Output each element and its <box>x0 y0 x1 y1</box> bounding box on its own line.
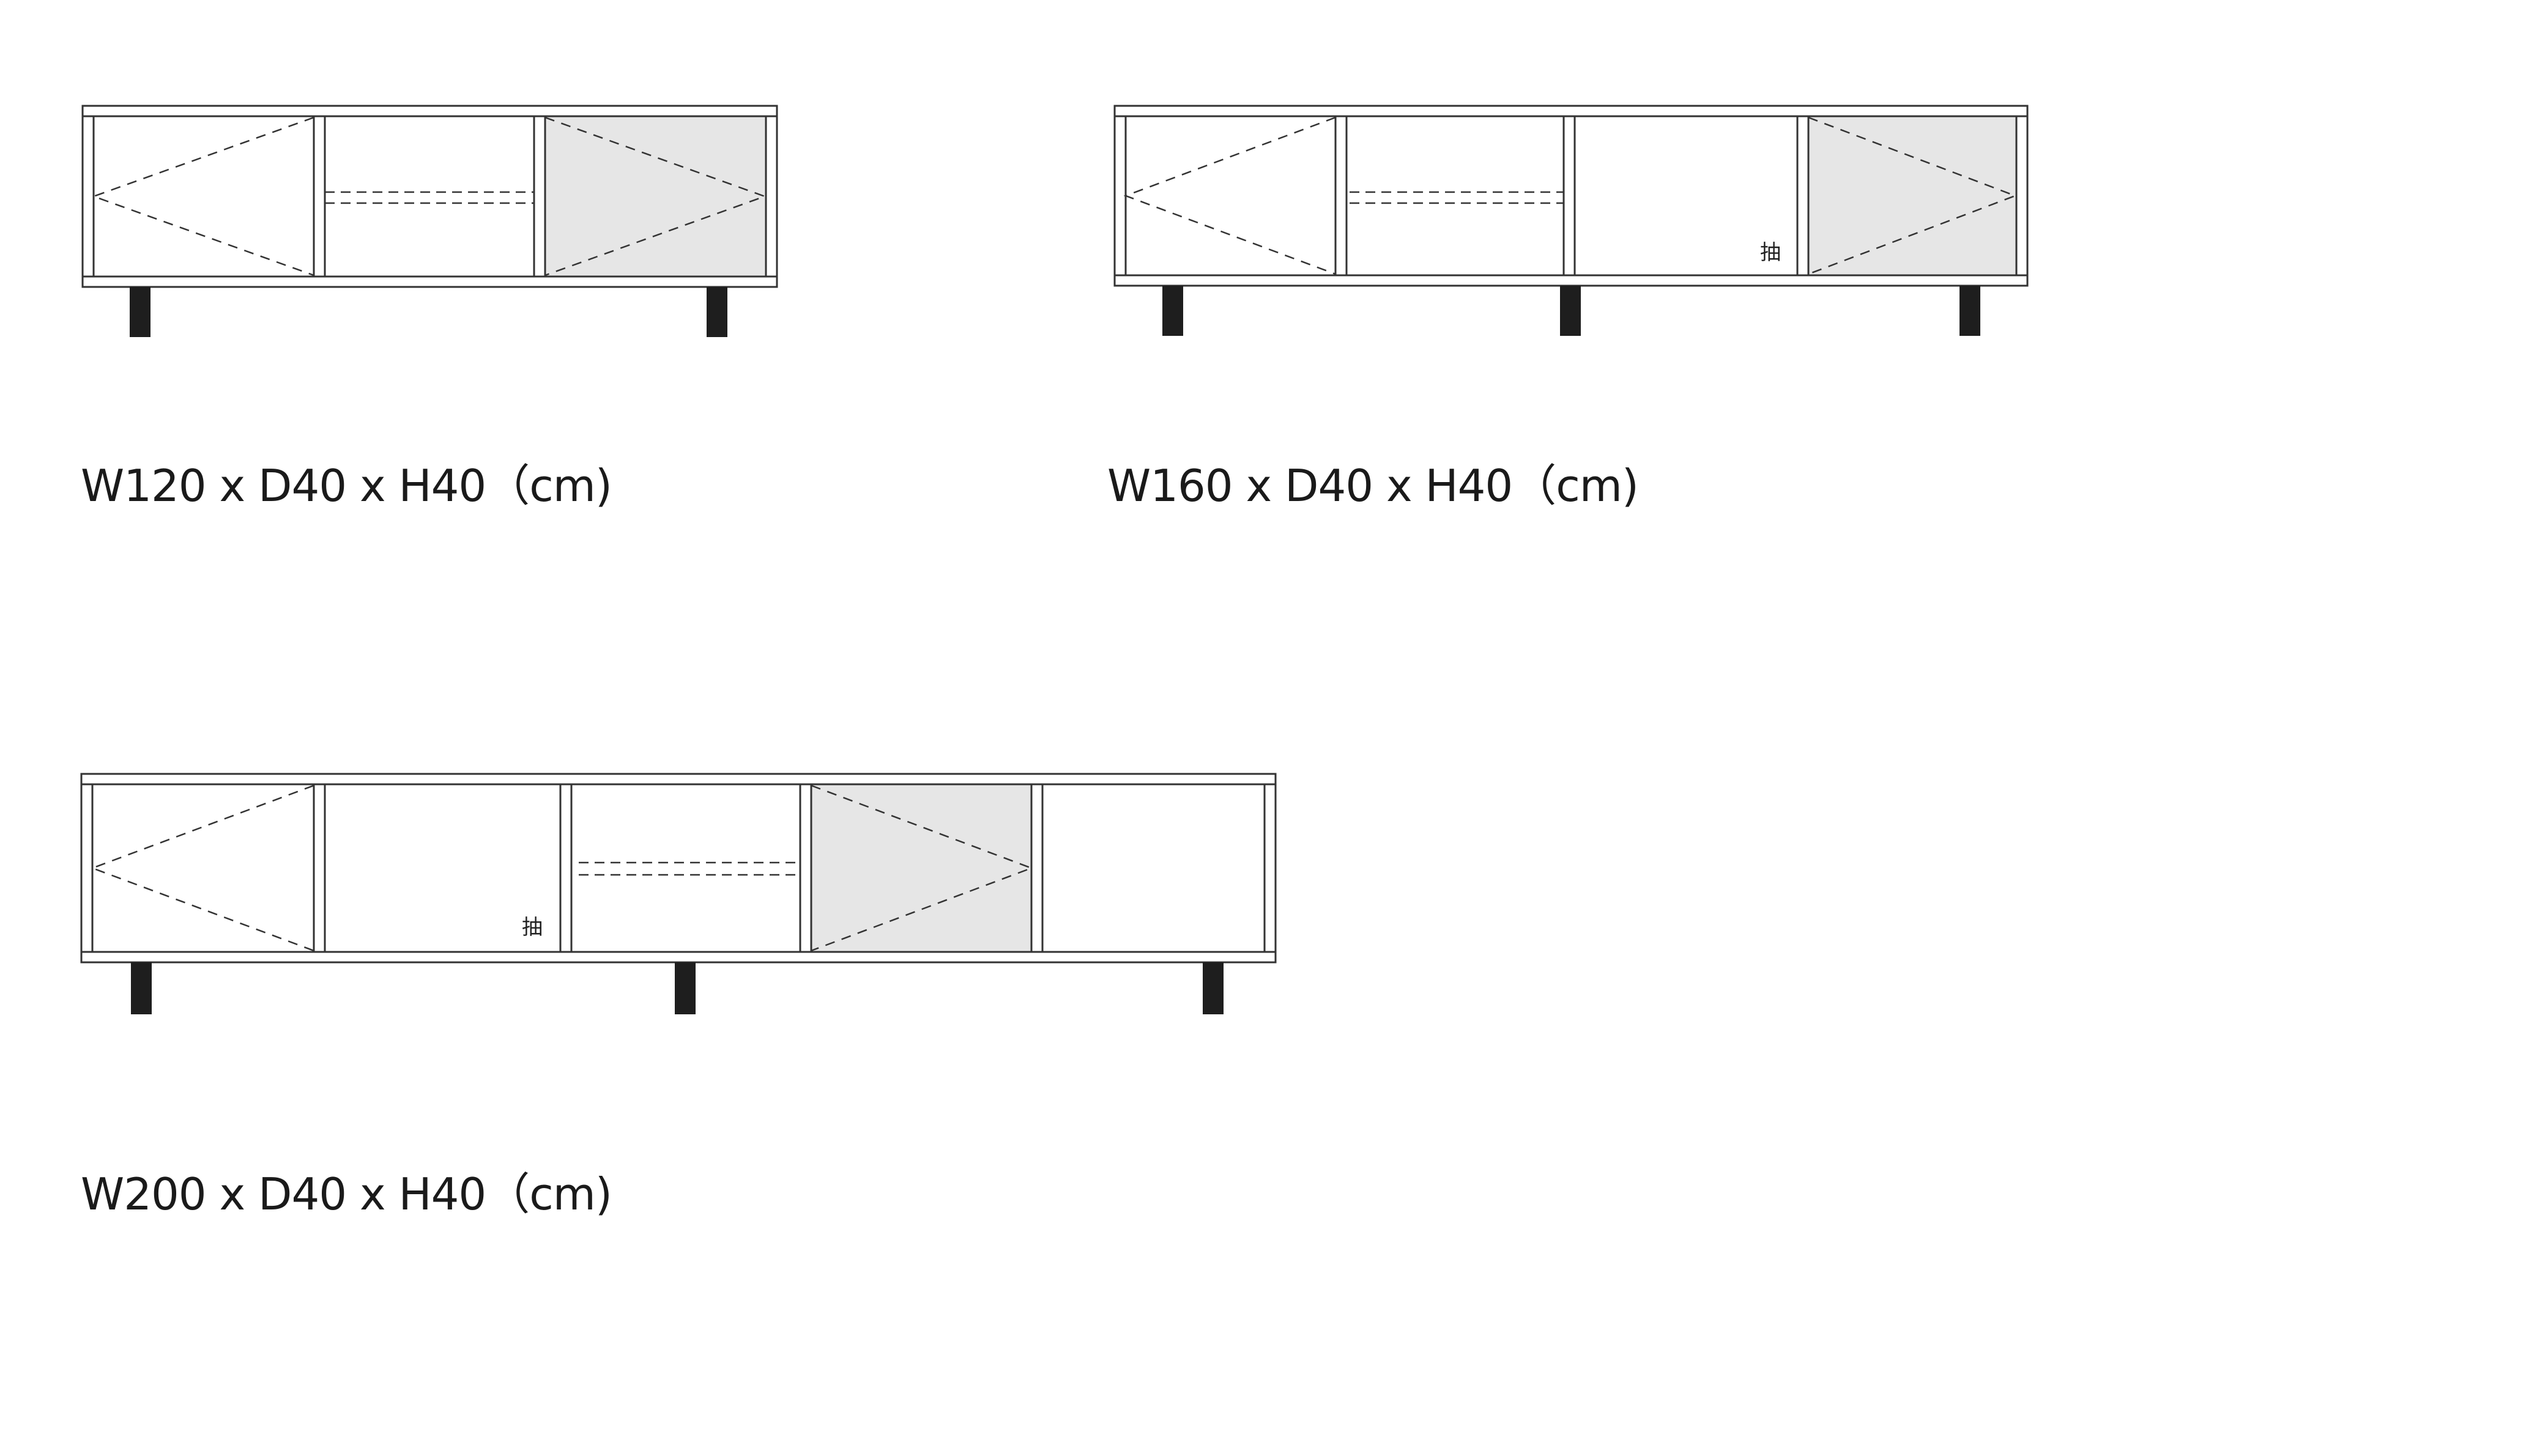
cabinet-w200-dimension-label: W200 x D40 x H40（cm) <box>81 1168 612 1220</box>
cabinet-w160-leg-left <box>1162 286 1183 336</box>
cabinet-w160-divider-1 <box>1334 115 1348 277</box>
cabinet-w160-door-swing-right <box>1808 116 2018 275</box>
cabinet-w120-leg-left <box>130 287 150 337</box>
cabinet-w120-divider-2 <box>533 115 546 278</box>
cabinet-w160 <box>1113 105 2029 287</box>
cabinet-w200-right-side <box>1263 783 1277 953</box>
cabinet-w120-dimension-label: W120 x D40 x H40（cm) <box>81 460 612 511</box>
cabinet-w120-door-swing-left <box>91 116 314 277</box>
cabinet-w120-bottom-board <box>81 275 778 288</box>
cabinet-w160-door-swing-left <box>1123 116 1336 275</box>
cabinet-w120-shaded-door <box>544 115 767 278</box>
cabinet-w160-drawer-mark: 抽 <box>1760 240 1781 265</box>
cabinet-w200-top-board <box>80 773 1277 786</box>
cabinet-w160-divider-3 <box>1796 115 1810 277</box>
cabinet-w200-divider-3 <box>799 783 812 953</box>
cabinet-w120-top-board <box>81 105 778 117</box>
cabinet-w120-divider-1 <box>313 115 326 278</box>
cabinet-w200-divider-1 <box>313 783 326 953</box>
cabinet-w120-door-swing-right <box>544 116 767 277</box>
cabinet-w160-shaded-door <box>1807 115 2018 277</box>
cabinet-w120-leg-right <box>707 287 727 337</box>
cabinet-w200-drawer-mark: 抽 <box>522 915 543 940</box>
cabinet-w200-leg-left <box>131 962 152 1014</box>
cabinet-w200-bottom-board <box>80 951 1277 964</box>
cabinet-w200-left-side <box>80 783 94 953</box>
cabinet-w200-shaded-door <box>810 783 1033 953</box>
cabinet-w200-leg-right <box>1203 962 1224 1014</box>
cabinet-w120-left-side <box>81 115 95 278</box>
cabinet-w120 <box>81 105 778 288</box>
cabinet-w160-dimension-label: W160 x D40 x H40（cm) <box>1107 460 1639 511</box>
cabinet-w120-right-side <box>765 115 778 278</box>
cabinet-w200 <box>80 773 1277 964</box>
cabinet-w200-door-swing-left <box>90 784 314 952</box>
cabinet-w200-divider-4 <box>1030 783 1044 953</box>
cabinet-w160-divider-2 <box>1562 115 1576 277</box>
cabinet-w160-leg-right <box>1960 286 1980 336</box>
cabinet-w200-leg-middle <box>675 962 696 1014</box>
cabinet-w160-top-board <box>1113 105 2029 117</box>
cabinet-w160-right-side <box>2015 115 2029 277</box>
cabinet-w160-leg-middle <box>1560 286 1581 336</box>
cabinet-w160-bottom-board <box>1113 274 2029 287</box>
cabinet-w200-divider-2 <box>559 783 573 953</box>
